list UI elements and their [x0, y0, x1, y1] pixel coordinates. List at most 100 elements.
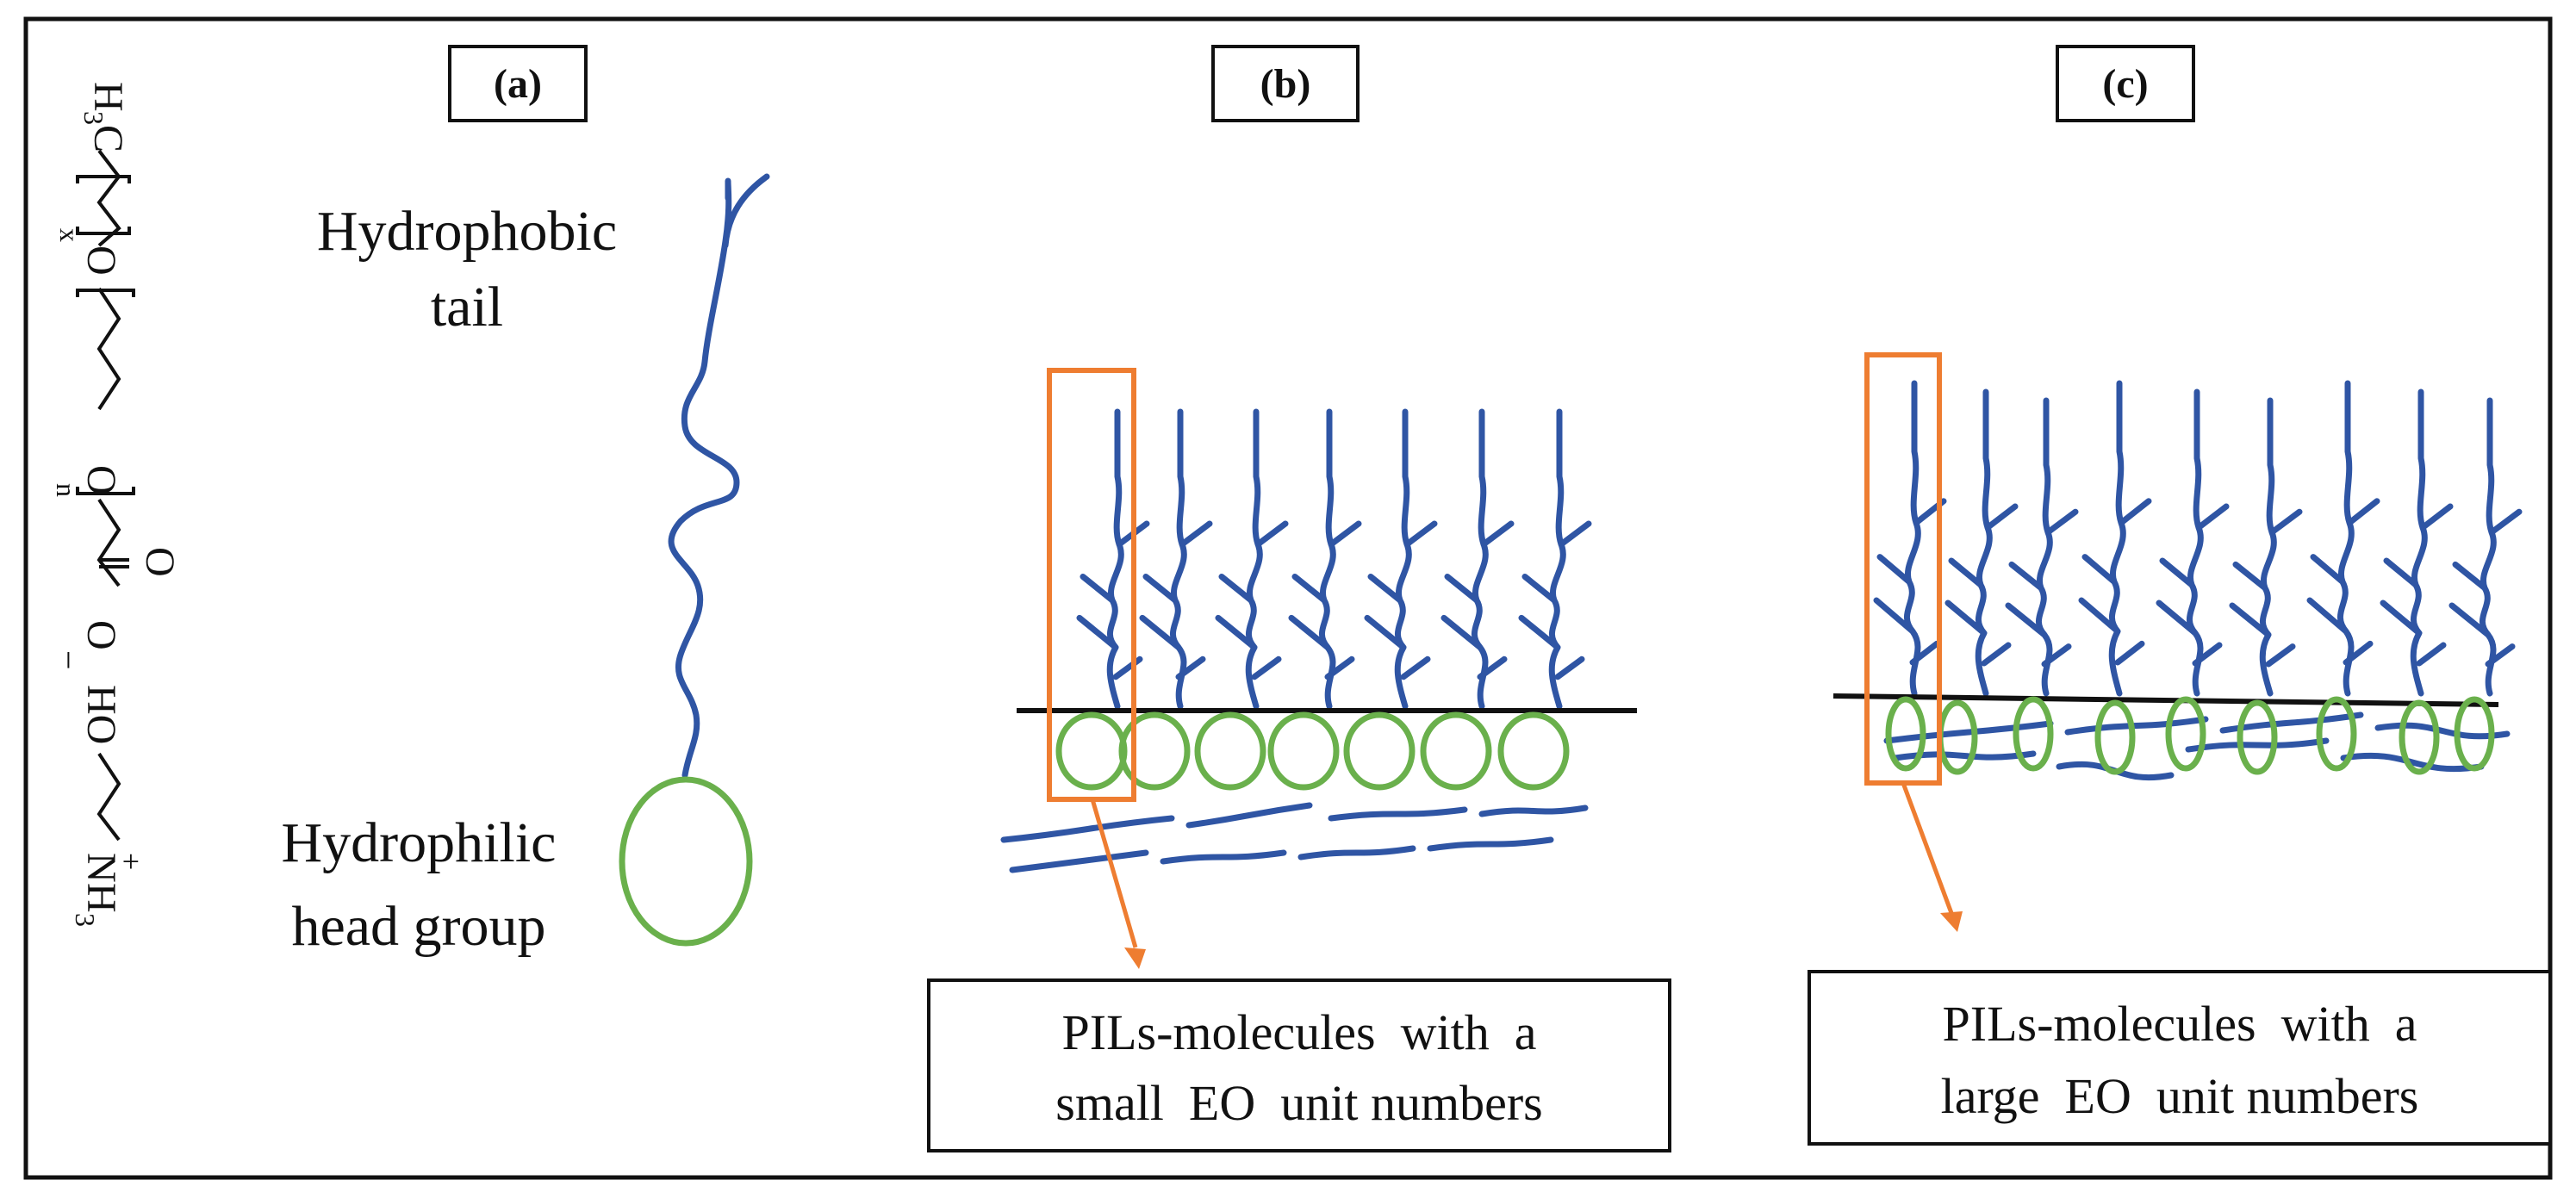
surfactant-head [2165, 696, 2206, 772]
surfactant-head [2094, 699, 2136, 775]
free-chain [2340, 752, 2485, 773]
formula-o3: O [137, 547, 183, 577]
surfactant-tail [1518, 408, 1592, 710]
hydrophobic-tail [668, 173, 770, 779]
panel-c-highlight-box [1864, 352, 1942, 786]
free-chain [1328, 806, 1468, 822]
panel-b-label-box [1211, 45, 1360, 122]
ester-zigzag [96, 498, 121, 587]
surfactant-tail [1364, 408, 1438, 710]
surfactant-tail [2306, 380, 2380, 697]
free-chain [1478, 805, 1589, 817]
surfactant-head [1055, 711, 1128, 791]
formula-x: x [54, 228, 85, 242]
eo-zigzag [96, 287, 121, 411]
free-chain [1185, 802, 1313, 829]
figure-frame [23, 16, 2553, 1180]
panel-a-label-box [448, 45, 588, 122]
surfactant-head [1267, 711, 1340, 791]
panel-b-caption-box [927, 978, 1671, 1152]
panel-b-caption-line2: small EO unit numbers [1055, 1075, 1542, 1131]
free-chain [2219, 711, 2364, 734]
formula-nh: N [78, 853, 124, 883]
formula-n: n [51, 483, 82, 497]
formula-sub3b: 3 [70, 913, 101, 927]
panel-c-arrow-shaft [1901, 782, 1954, 914]
free-chain [1297, 845, 1416, 860]
surfactant-head [1118, 711, 1191, 791]
panel-c-label-box [2056, 45, 2195, 122]
surfactant-head [1937, 699, 1978, 775]
free-chain [1160, 849, 1287, 865]
panel-b-label: (b) [1260, 61, 1311, 107]
panel-c-caption-line1: PILs-molecules with a [1943, 996, 2417, 1052]
surfactant-head [2237, 699, 2278, 775]
surfactant-head [2013, 696, 2054, 772]
alkyl-zigzag [96, 149, 121, 247]
free-chain [2374, 722, 2511, 740]
panel-b-molecules [1076, 408, 1592, 710]
free-chain [1883, 720, 2054, 744]
formula-o4: O [78, 620, 124, 650]
free-chain [1427, 836, 1554, 852]
free-chain [2185, 737, 2330, 753]
surfactant-head [1343, 711, 1416, 791]
panel-a-label: (a) [494, 61, 542, 107]
surfactant-tail [1944, 388, 2019, 697]
panel-b-highlight-box [1047, 368, 1136, 802]
surfactant-tail [2156, 388, 2230, 697]
surfactant-tail [2229, 397, 2303, 697]
head-label-line1: Hydrophilic [282, 811, 557, 874]
panel-b-heads [1055, 711, 1570, 791]
ethanol-zigzag [96, 752, 121, 842]
panel-b-free-chains [1000, 802, 1589, 873]
surfactant-tail [2005, 397, 2079, 697]
panel-c-free-chains [1883, 711, 2511, 781]
formula-sub3: 3 [78, 111, 109, 125]
formula-o1: O [78, 245, 124, 276]
free-chain [2064, 716, 2209, 736]
formula-minus: − [49, 650, 88, 670]
surfactant-head [2399, 699, 2440, 775]
surfactant-tail [2380, 388, 2454, 697]
surfactant-tail [2448, 397, 2523, 697]
free-chain [1000, 815, 1175, 843]
panel-c-arrow-head [1940, 911, 1963, 932]
surfactant-head [1194, 711, 1266, 791]
panel-c: (c) PILs-molecules with a large EO unit … [1808, 45, 2552, 1146]
panel-c-molecules [1873, 380, 2523, 697]
formula-o2: O [78, 465, 124, 495]
head-label-line2: head group [291, 895, 545, 958]
surfactant-tail [1873, 380, 1947, 697]
tail-label-line2: tail [431, 276, 503, 339]
panel-c-label: (c) [2102, 61, 2148, 107]
free-chain [1009, 849, 1149, 873]
surfactant-head [2454, 696, 2495, 772]
formula-c: C [85, 125, 131, 152]
surfactant-head [1420, 711, 1492, 791]
hydrophilic-head [619, 776, 753, 947]
surfactant-tail [1076, 408, 1150, 710]
tail-label-line1: Hydrophobic [317, 200, 617, 263]
surfactant-head [1497, 711, 1570, 791]
surfactant-tail [2078, 380, 2152, 697]
formula-h: H [85, 82, 131, 112]
formula-ho: HO [78, 685, 124, 744]
panel-c-caption-box [1808, 970, 2552, 1146]
bracket-x [76, 175, 131, 235]
chemical-structure: H 3 C x O n O O O − HO N H 3 + [49, 82, 183, 927]
panel-b-arrow-head [1124, 947, 1146, 969]
surfactant-tail [1440, 408, 1515, 710]
surfactant-head [2316, 696, 2357, 772]
panel-a: (a) Hydrophobic tail Hydrophilic head gr… [282, 45, 770, 958]
panel-c-caption-line2: large EO unit numbers [1941, 1068, 2419, 1124]
surfactant-tail [1215, 408, 1289, 710]
surfactant-tail [1288, 408, 1362, 710]
panel-b: (b) PILs-molecules with a small EO unit … [927, 45, 1671, 1152]
bracket-n [76, 289, 135, 495]
panel-b-caption-line1: PILs-molecules with a [1062, 1004, 1537, 1060]
formula-plus: + [114, 853, 148, 870]
surfactant-head [1885, 696, 1926, 772]
formula-h2: H [78, 883, 124, 913]
